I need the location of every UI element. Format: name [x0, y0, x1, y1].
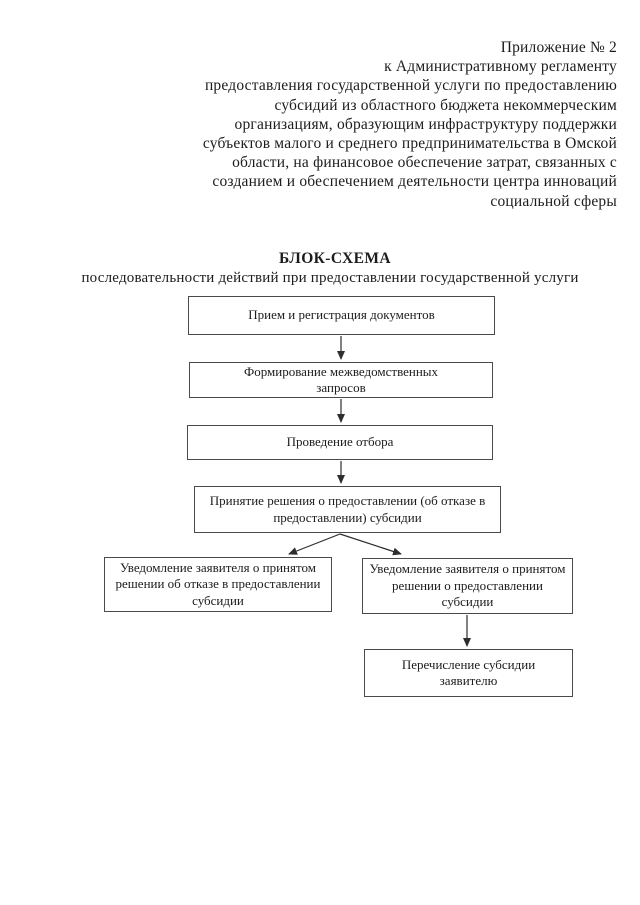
node-label-line: Формирование межведомственных	[243, 363, 439, 379]
appendix-header: Приложение № 2 к Административному регла…	[72, 38, 617, 211]
node-label-line: решении об отказе в предоставлении	[115, 576, 321, 592]
flow-node-decision: Принятие решения о предоставлении (об от…	[194, 486, 501, 533]
flow-node-reception: Прием и регистрация документов	[188, 296, 495, 335]
page-title: БЛОК-СХЕМА	[278, 250, 391, 267]
node-label-line: предоставлении) субсидии	[273, 509, 422, 525]
flow-node-grant-notification: Уведомление заявителя о принятом решении…	[362, 558, 573, 614]
node-label-line: решении о предоставлении субсидии	[392, 577, 543, 610]
node-label-line: Проведение отбора	[286, 434, 394, 450]
node-label-line: субсидии	[192, 592, 244, 608]
flow-node-subsidy-transfer: Перечисление субсидии заявителю	[364, 649, 573, 697]
header-line: предоставления государственной услуги по…	[204, 77, 617, 95]
flow-node-interagency-requests: Формирование межведомственных запросов	[189, 362, 493, 398]
node-label-line: Уведомление заявителя о принятом	[369, 561, 566, 577]
page-subtitle: последовательности действий при предоста…	[81, 270, 579, 286]
header-line: организациям, образующим инфраструктуру …	[234, 115, 617, 133]
node-label-line: Уведомление заявителя о принятом	[120, 559, 316, 575]
arrow-decision-to-grant-notice	[339, 533, 402, 556]
node-label-line: запросов	[316, 380, 366, 395]
node-label-line: Перечисление субсидии	[401, 656, 536, 672]
header-line: области, на финансовое обеспечение затра…	[232, 154, 617, 172]
flow-node-selection: Проведение отбора	[187, 425, 493, 460]
header-line: Приложение № 2	[500, 39, 617, 56]
header-line: субсидий из областного бюджета некоммерч…	[274, 96, 617, 114]
header-line: субъектов малого и среднего предпринимат…	[202, 135, 617, 153]
node-label-line: Прием и регистрация документов	[248, 307, 435, 323]
node-label-line: Принятие решения о предоставлении (об от…	[209, 493, 486, 508]
flow-node-refusal-notification: Уведомление заявителя о принятом решении…	[104, 557, 332, 612]
arrow-decision-to-refusal-notice	[288, 533, 341, 555]
node-label-line: заявителю	[439, 673, 498, 688]
header-line: к Административному регламенту	[384, 58, 617, 76]
header-line: социальной сферы	[490, 192, 617, 210]
header-line: созданием и обеспечением деятельности це…	[212, 173, 617, 191]
